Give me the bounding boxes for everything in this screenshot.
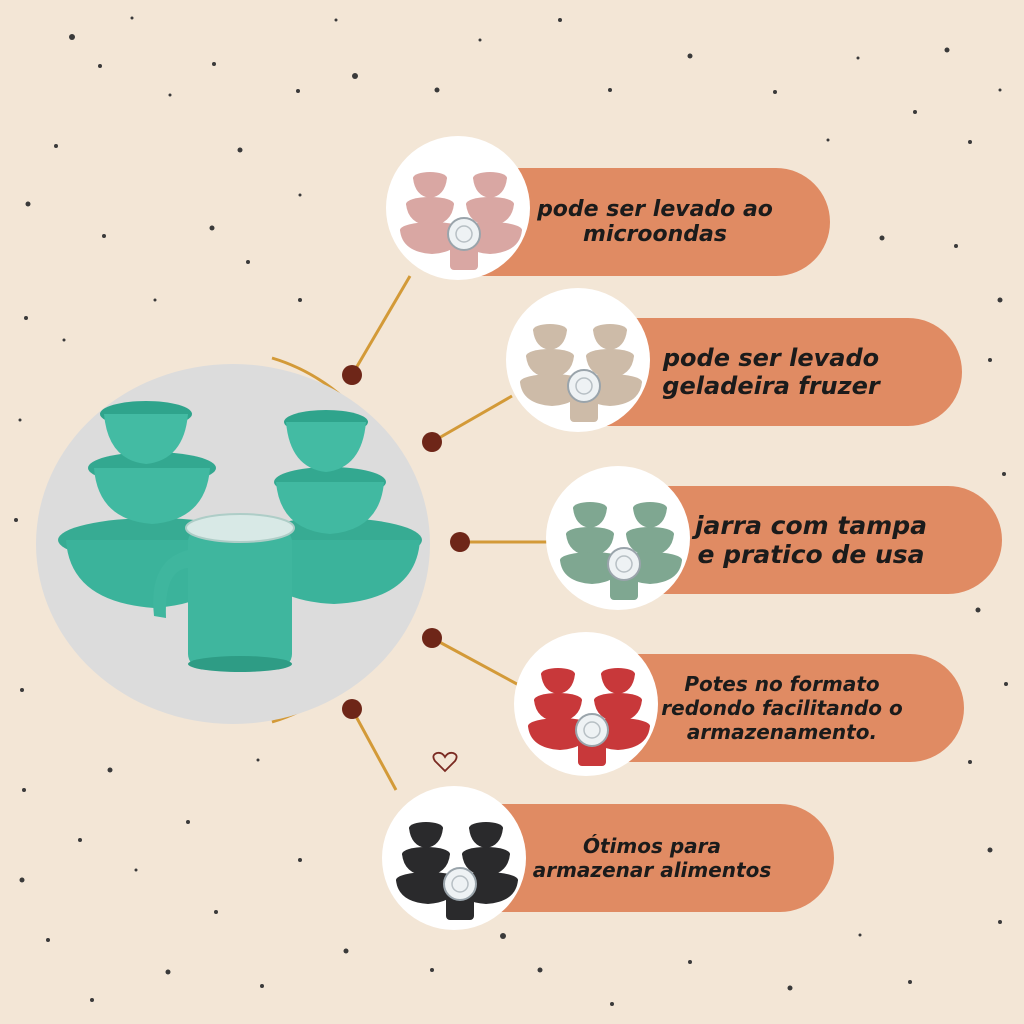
feature-pill-1: pode ser levado ao microondas: [480, 168, 830, 276]
thumbnail-black: [382, 786, 526, 930]
green-container-set-icon: [560, 502, 682, 600]
black-container-set-icon: [396, 822, 518, 920]
feature-text-2: pode ser levado geladeira fruzer: [662, 344, 880, 400]
feature-text-4: Potes no formato redondo facilitando o a…: [661, 672, 903, 744]
heart-icon: [432, 751, 458, 773]
connector-dot-1: [342, 365, 362, 385]
connector-dot-2: [422, 432, 442, 452]
feature-text-5: Ótimos para armazenar alimentos: [532, 834, 772, 882]
connector-dot-5: [342, 699, 362, 719]
teal-container-set-with-jar-icon: [58, 401, 422, 672]
feature-text-1: pode ser levado ao microondas: [537, 197, 773, 247]
connector-dot-3: [450, 532, 470, 552]
beige-container-set-icon: [520, 324, 642, 422]
feature-pill-4: Potes no formato redondo facilitando o a…: [600, 654, 964, 762]
feature-text-3: jarra com tampa e pratico de usa: [694, 511, 928, 569]
feature-pill-5: Ótimos para armazenar alimentos: [470, 804, 834, 912]
thumbnail-beige: [506, 288, 650, 432]
thumbnail-green: [546, 466, 690, 610]
thumbnail-pink: [386, 136, 530, 280]
red-container-set-icon: [528, 668, 650, 766]
thumbnail-red: [514, 632, 658, 776]
connector-dot-4: [422, 628, 442, 648]
hero-product-image: [36, 364, 430, 724]
pink-container-set-icon: [400, 172, 522, 270]
